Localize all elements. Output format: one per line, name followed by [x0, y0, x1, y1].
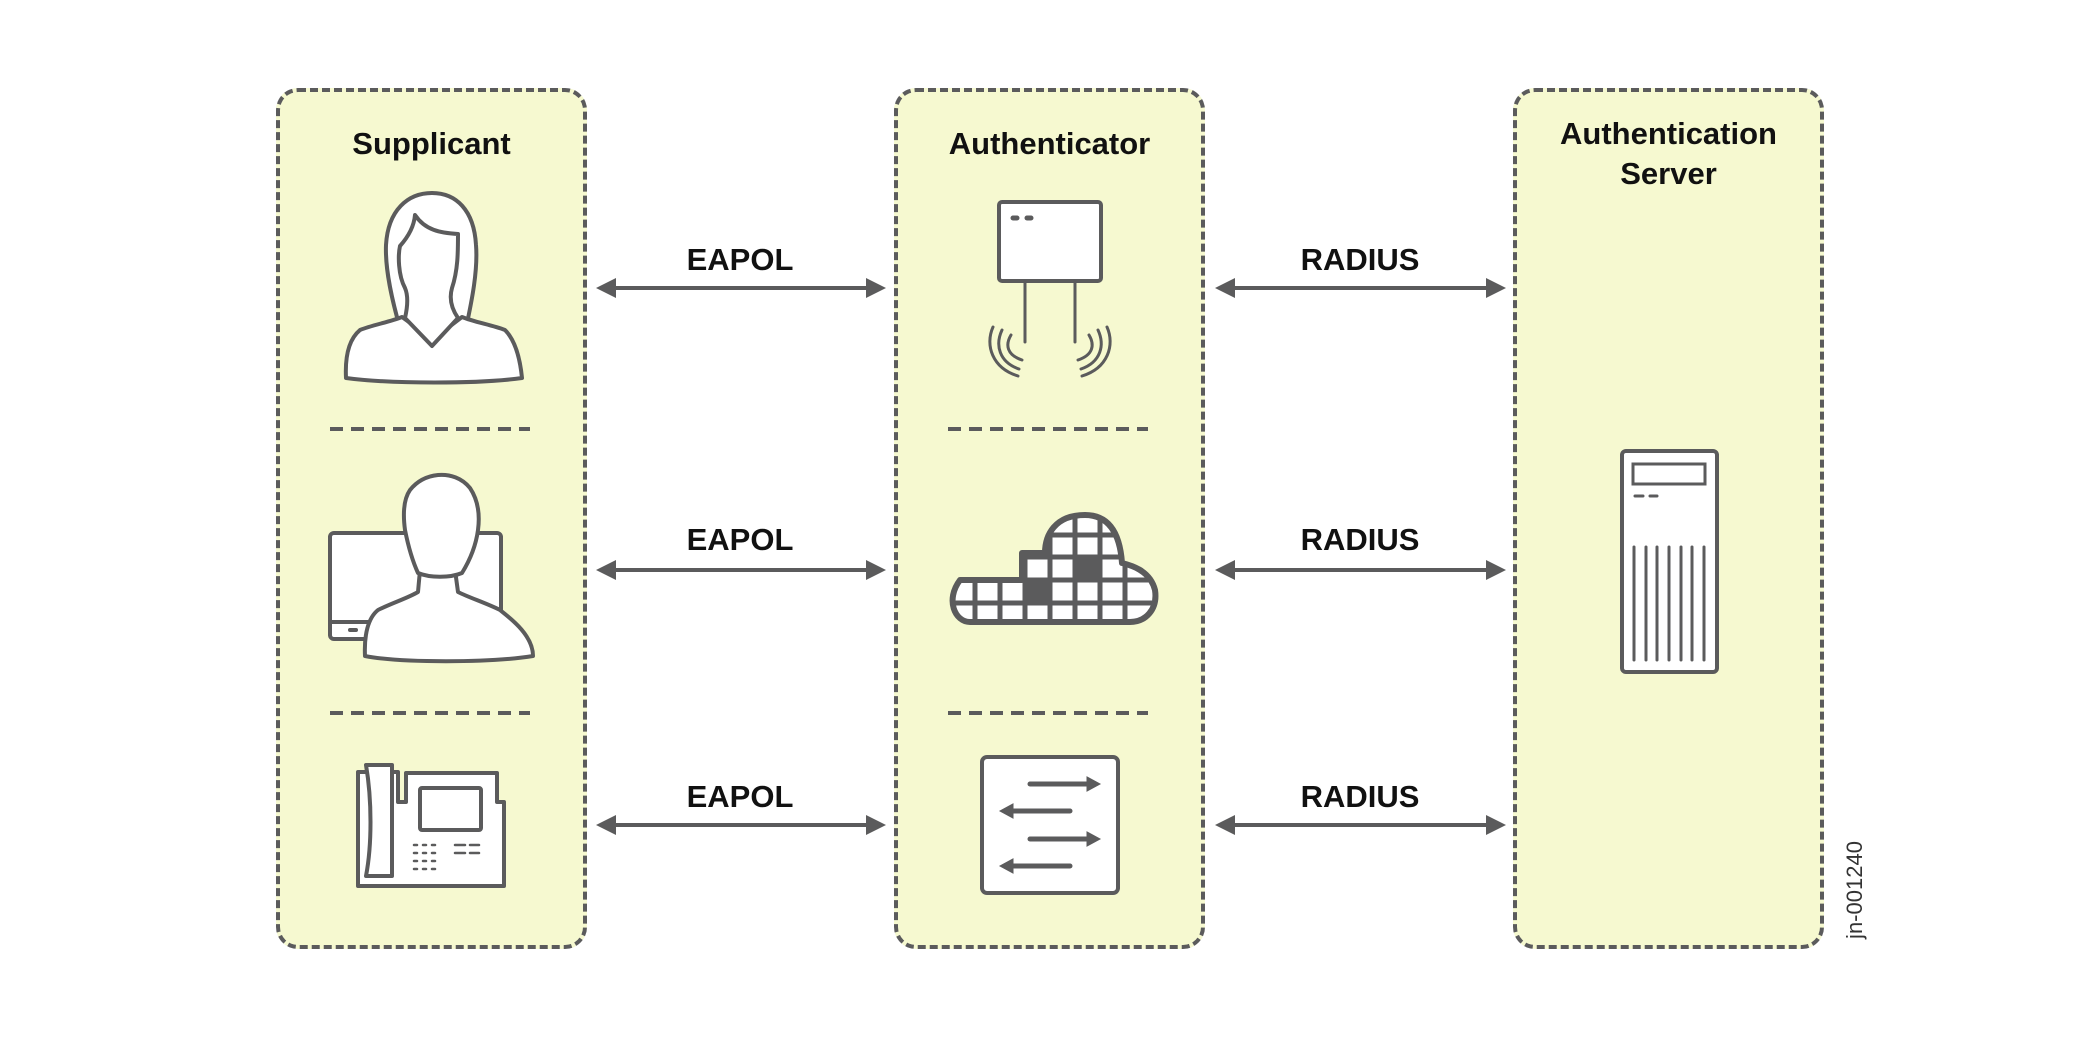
- supplicant-title: Supplicant: [352, 126, 511, 161]
- ip-phone-icon: [356, 763, 506, 888]
- eapol-label-2: EAPOL: [686, 522, 794, 557]
- radius-label-3: RADIUS: [1300, 779, 1420, 814]
- supplicant-separator-1: [330, 427, 530, 431]
- switch-icon: [980, 755, 1120, 895]
- radius-label-1: RADIUS: [1300, 242, 1420, 277]
- wireless-access-point-icon: [988, 200, 1112, 378]
- authenticator-separator-2: [948, 711, 1148, 715]
- cloud-network-icon: [949, 512, 1159, 625]
- authenticator-title: Authenticator: [948, 126, 1151, 161]
- authentication-server-title-line1: Authentication: [1560, 116, 1777, 151]
- eapol-label-3: EAPOL: [686, 779, 794, 814]
- server-tower-icon: [1620, 449, 1719, 674]
- woman-user-icon: [343, 191, 524, 385]
- eapol-label-1: EAPOL: [686, 242, 794, 277]
- radius-label-2: RADIUS: [1300, 522, 1420, 557]
- authentication-server-title-line2: Server: [1620, 156, 1717, 191]
- figure-id-watermark: jn-001240: [1842, 841, 1867, 939]
- supplicant-separator-2: [330, 711, 530, 715]
- user-at-computer-icon: [328, 472, 535, 664]
- authenticator-separator-1: [948, 427, 1148, 431]
